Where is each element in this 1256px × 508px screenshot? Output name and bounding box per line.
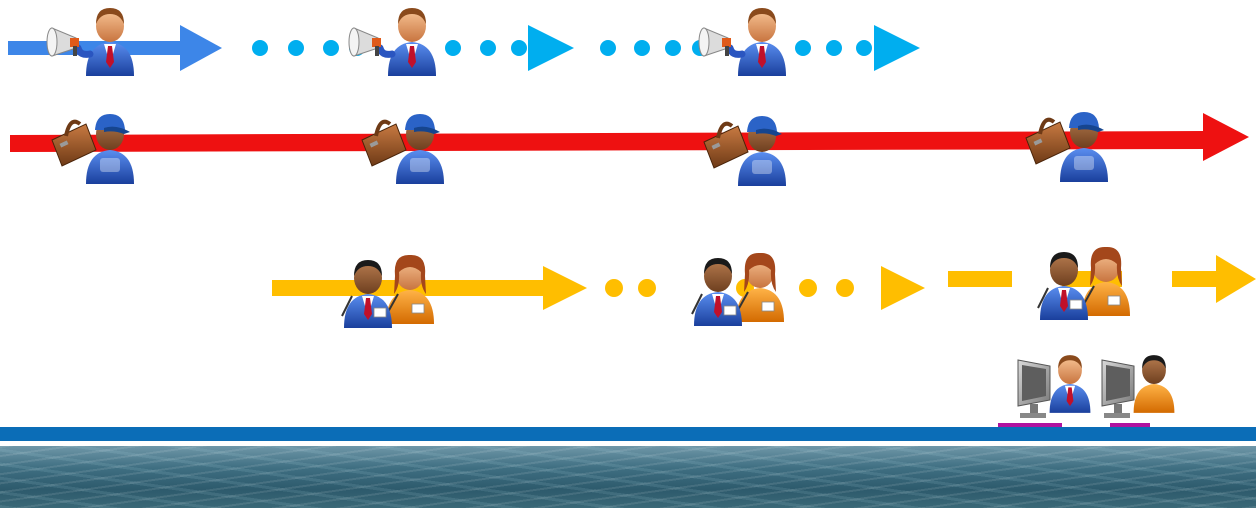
pair-lane-dot [836, 279, 854, 297]
announcer-lane-dot [288, 40, 304, 56]
person-with-megaphone-icon [699, 8, 786, 76]
announcer-lane-dot [323, 40, 339, 56]
pair-lane-arrowhead [1216, 255, 1256, 303]
water-texture [0, 446, 1256, 508]
announcer-lane-arrowhead [528, 25, 574, 71]
pair-lane-arrowhead [543, 266, 587, 310]
announcer-lane-dot [600, 40, 616, 56]
person-with-megaphone-icon [349, 8, 436, 76]
pair-lane-segment [1172, 271, 1218, 287]
worker-lane-segment [10, 131, 1205, 152]
announcer-lane-dot [826, 40, 842, 56]
pair-lane-dot [638, 279, 656, 297]
pair-lane-dot [605, 279, 623, 297]
pair-lane-arrowhead [881, 266, 925, 310]
announcer-lane-dot [252, 40, 268, 56]
announcer-lane-dot [511, 40, 527, 56]
pair-lane-segment [948, 271, 1012, 287]
announcer-lane-arrowhead [874, 25, 920, 71]
worker-lane-arrowhead [1203, 113, 1249, 161]
person-at-computer-icon [1102, 355, 1174, 418]
worker-with-toolbox-icon [704, 116, 786, 186]
pair-lane-dot [799, 279, 817, 297]
bottom-band [0, 427, 1256, 441]
announcer-lane-dot [634, 40, 650, 56]
announcer-lane-dot [795, 40, 811, 56]
person-at-computer-icon [1018, 355, 1090, 418]
announcer-lane-dot [480, 40, 496, 56]
announcer-lane-dot [445, 40, 461, 56]
announcer-lane-arrowhead [180, 25, 222, 71]
announcer-lane-dot [856, 40, 872, 56]
announcer-lane-dot [665, 40, 681, 56]
